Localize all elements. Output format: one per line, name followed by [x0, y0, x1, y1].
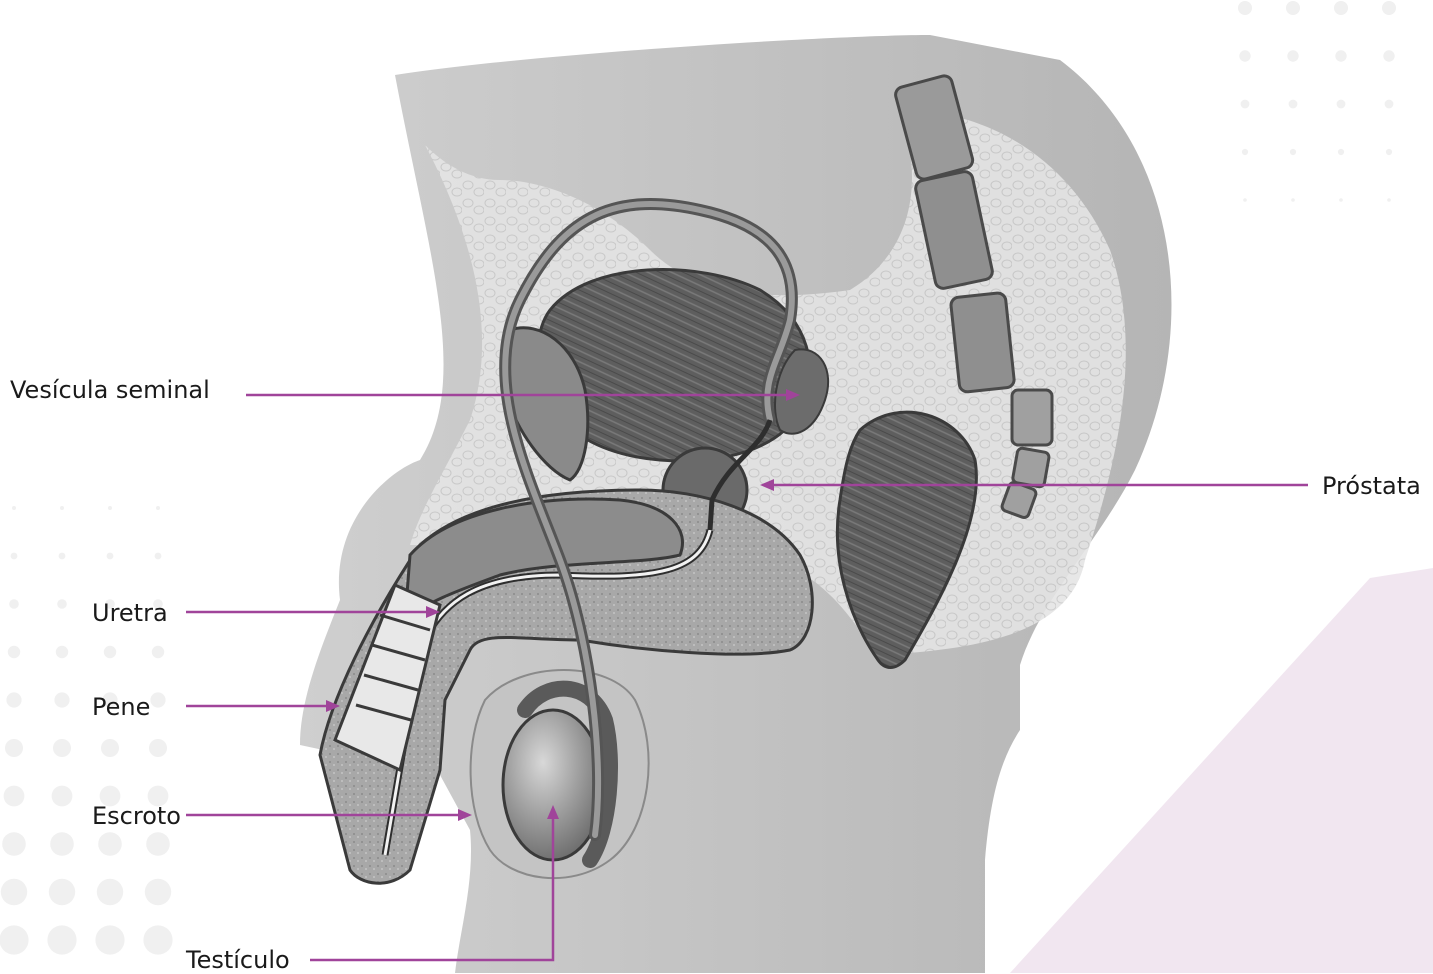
- decorative-dot: [95, 925, 124, 954]
- decorative-dot: [59, 553, 66, 560]
- decorative-dot: [50, 832, 74, 856]
- decorative-dot: [49, 879, 75, 905]
- decorative-dot: [11, 553, 18, 560]
- decorative-dot: [143, 925, 172, 954]
- decorative-dot: [53, 739, 71, 757]
- label-uretra: Uretra: [92, 601, 168, 625]
- decorative-dot: [98, 832, 122, 856]
- label-vesicula-seminal: Vesícula seminal: [10, 378, 210, 402]
- decorative-dot: [54, 692, 69, 707]
- decorative-dot: [5, 739, 23, 757]
- decorative-dot: [152, 646, 164, 658]
- label-escroto: Escroto: [92, 804, 181, 828]
- decorative-dot: [1238, 1, 1252, 15]
- decorative-dot: [8, 646, 20, 658]
- decorative-dot: [1383, 50, 1394, 61]
- decorative-dot: [57, 599, 67, 609]
- decorative-dot: [47, 925, 76, 954]
- decorative-dot: [1287, 50, 1298, 61]
- decorative-dot: [1286, 1, 1300, 15]
- decorative-dot: [104, 646, 116, 658]
- decorative-dot: [1387, 198, 1391, 202]
- decorative-dot: [6, 692, 21, 707]
- decorative-dot: [1, 879, 27, 905]
- decorative-dot: [2, 832, 26, 856]
- decorative-dot: [1335, 50, 1346, 61]
- decorative-dot: [146, 832, 170, 856]
- decorative-dot: [60, 506, 64, 510]
- decorative-dot: [150, 692, 165, 707]
- decorative-dot: [1241, 100, 1250, 109]
- decorative-dot: [0, 925, 29, 954]
- decorative-dot: [145, 879, 171, 905]
- decorative-dot: [1289, 100, 1298, 109]
- decorative-dot: [1291, 198, 1295, 202]
- decorative-dot: [1243, 198, 1247, 202]
- label-pene: Pene: [92, 695, 150, 719]
- decorative-dot: [149, 739, 167, 757]
- decorative-dot: [1386, 149, 1392, 155]
- decorative-dot: [155, 553, 162, 560]
- decorative-dot: [1337, 100, 1346, 109]
- decorative-dot: [97, 879, 123, 905]
- decorative-dot: [107, 553, 114, 560]
- decorative-dot: [156, 506, 160, 510]
- decorative-dot: [1339, 198, 1343, 202]
- decorative-dot: [12, 506, 16, 510]
- decorative-dot: [9, 599, 19, 609]
- decorative-dot: [56, 646, 68, 658]
- decorative-shape: [1010, 568, 1433, 973]
- decorative-dot: [1242, 149, 1248, 155]
- decorative-dot: [108, 506, 112, 510]
- decorative-dot: [4, 786, 25, 807]
- decorative-dot: [1290, 149, 1296, 155]
- decorative-dot: [1239, 50, 1250, 61]
- label-testiculo: Testículo: [186, 948, 290, 972]
- decorative-dot: [1334, 1, 1348, 15]
- decorative-dot: [1382, 1, 1396, 15]
- decorative-dot: [52, 786, 73, 807]
- decorative-dot: [101, 739, 119, 757]
- label-prostata: Próstata: [1322, 474, 1421, 498]
- decorative-dot: [1385, 100, 1394, 109]
- decorative-dot: [1338, 149, 1344, 155]
